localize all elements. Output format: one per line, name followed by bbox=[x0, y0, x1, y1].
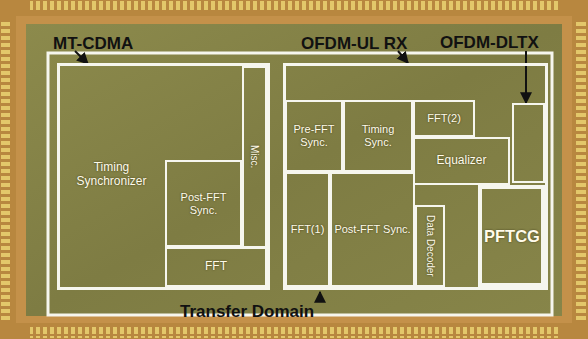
circuit-block: Post-FFT Sync. bbox=[165, 160, 242, 247]
block-name: Post-FFT Sync. bbox=[169, 191, 238, 216]
block-name: Post-FFT Sync. bbox=[334, 223, 410, 236]
block-name: FFT(1) bbox=[291, 223, 325, 236]
block-name: Timing Sync. bbox=[347, 123, 409, 148]
block-name: FFT(2) bbox=[427, 112, 461, 125]
block-name: Timing Synchronizer bbox=[62, 161, 161, 189]
circuit-block: PFTCG bbox=[478, 185, 545, 287]
circuit-block: FFT(2) bbox=[413, 100, 475, 137]
circuit-block: OFDM-DLTX bbox=[512, 103, 545, 183]
circuit-block: Misc. bbox=[242, 66, 267, 248]
block-label-area: Timing Synchronizer bbox=[60, 120, 163, 230]
block-name: Data Decoder bbox=[424, 215, 436, 277]
circuit-block: Timing Sync. bbox=[343, 100, 413, 172]
circuit-block: Equalizer bbox=[413, 137, 510, 185]
block-region: MT-CDMATiming SynchronizerMisc.Post-FFT … bbox=[57, 63, 270, 290]
block-heading: MT-CDMA bbox=[53, 35, 133, 52]
block-heading: OFDM-UL RX bbox=[301, 35, 407, 52]
circuit-block: FFT(1) bbox=[285, 172, 330, 287]
block-name: Equalizer bbox=[436, 154, 486, 168]
block-heading: OFDM-DLTX bbox=[440, 34, 539, 51]
block-name: PFTCG bbox=[484, 227, 539, 246]
circuit-block: Data Decoder bbox=[415, 205, 445, 287]
region-label: Transfer Domain bbox=[180, 303, 314, 320]
circuit-block: FFT bbox=[165, 247, 267, 287]
circuit-block: Post-FFT Sync. bbox=[330, 172, 415, 287]
block-name: Misc. bbox=[249, 145, 261, 168]
circuit-block: Pre-FFT Sync. bbox=[285, 100, 343, 172]
block-region: OFDM-UL RXPre-FFT Sync.Timing Sync.FFT(2… bbox=[283, 63, 548, 290]
block-name: FFT bbox=[205, 260, 227, 274]
block-name: Pre-FFT Sync. bbox=[289, 123, 339, 148]
